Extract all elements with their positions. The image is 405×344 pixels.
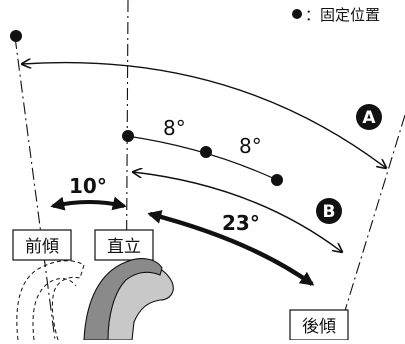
forward-ghost-outline-outer bbox=[16, 260, 85, 341]
upright-reference-line bbox=[125, 0, 129, 341]
badge-b-letter: B bbox=[323, 202, 336, 222]
fixed-position-dot-rear bbox=[271, 174, 283, 186]
legend-dot-icon bbox=[292, 9, 302, 19]
step-angle-label-1: 8° bbox=[163, 116, 186, 140]
fixed-position-dot-forward bbox=[10, 30, 22, 42]
forward-tilt-arrow bbox=[50, 196, 127, 211]
forward-reference-line bbox=[14, 36, 56, 341]
forward-label: 前傾 bbox=[25, 237, 59, 257]
backward-label-box bbox=[289, 309, 349, 341]
seat-shell-shape bbox=[83, 258, 163, 341]
legend-label: ：固定位置 bbox=[305, 6, 380, 24]
step-angle-label-2: 8° bbox=[239, 134, 262, 158]
backward-label: 後傾 bbox=[302, 317, 336, 337]
upright-label: 直立 bbox=[107, 237, 141, 257]
fixed-position-dot-middle bbox=[200, 146, 212, 158]
badge-b-icon bbox=[316, 198, 342, 224]
backward-angle-label: 23° bbox=[222, 211, 260, 235]
range-arrow-b bbox=[133, 172, 342, 252]
forward-ghost-outline-inner bbox=[32, 278, 77, 341]
forward-label-box bbox=[12, 229, 72, 261]
backward-reference-line bbox=[335, 114, 405, 341]
upright-label-box bbox=[94, 229, 154, 261]
badge-a-letter: A bbox=[362, 108, 376, 128]
forward-angle-label: 10° bbox=[69, 174, 107, 198]
fixed-position-dot-upright bbox=[122, 130, 134, 142]
backward-tilt-arrow bbox=[147, 210, 315, 286]
range-arrow-a bbox=[22, 63, 386, 168]
badge-a-icon bbox=[356, 104, 382, 130]
